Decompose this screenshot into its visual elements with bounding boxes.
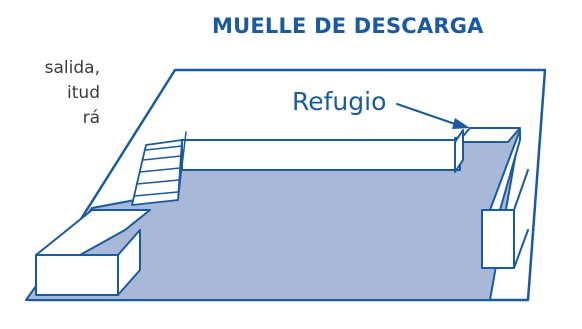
stairs [131,131,187,206]
body-text-line: salida, [44,58,100,78]
back-wall [181,139,461,171]
body-text-line: rá [82,108,100,128]
body-text-line: itud [67,83,100,103]
right-wall-block [481,209,515,269]
left-wall-block-side [117,229,141,296]
page-title: MUELLE DE DESCARGA [212,14,484,38]
left-wall-block [35,254,119,296]
refugio-label: Refugio [292,87,386,116]
refugio-pointer [396,103,456,125]
body-text: salida, itud rá [0,56,100,131]
refuge-block [457,127,521,143]
arrow-icon [452,118,470,129]
